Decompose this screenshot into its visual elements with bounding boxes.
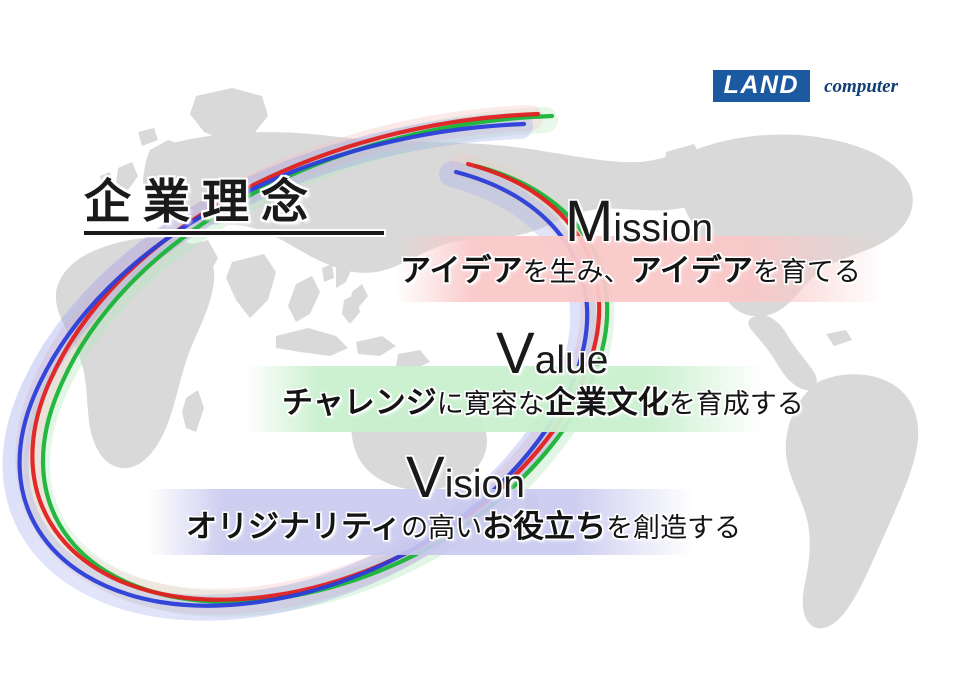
pillar-vision-rest: ision — [444, 463, 525, 506]
pillar-value-subline-part-3: 企業文化 — [544, 385, 669, 421]
pillar-value-cap: V — [496, 321, 535, 386]
band-value — [245, 366, 765, 432]
pillar-mission-subline-part-2: を生み、 — [522, 257, 631, 288]
logo-brand-text: LAND — [723, 71, 800, 99]
pillar-vision-subline-part-3: お役立ち — [482, 509, 607, 545]
page-title: 企業理念 — [84, 175, 384, 236]
page-title-underline — [84, 231, 384, 236]
page-title-text: 企業理念 — [84, 175, 320, 230]
pillar-value-subline-part-1: チャレンジ — [282, 385, 437, 421]
pillar-vision-cap: V — [406, 445, 445, 510]
pillar-vision-subline-part-1: オリジナリティ — [186, 509, 402, 545]
pillar-mission-cap: M — [565, 189, 614, 254]
pillar-mission: Mission アイデアを生み、アイデアを育てる — [400, 193, 861, 290]
pillar-value: Value チャレンジに寛容な企業文化を育成する — [282, 325, 804, 422]
logo-suffix-text: computer — [824, 75, 898, 97]
band-mission — [395, 236, 885, 302]
pillar-mission-subline-part-4: を育てる — [752, 257, 861, 288]
pillar-mission-subline-part-1: アイデア — [400, 253, 523, 289]
pillar-vision-subline-part-2: の高い — [401, 513, 483, 544]
band-vision — [148, 489, 693, 555]
pillar-value-subline-part-2: に寛容な — [436, 389, 545, 420]
pillar-value-headline: Value — [282, 325, 804, 383]
pillar-value-rest: alue — [534, 339, 609, 382]
logo-brand-box: LAND — [712, 70, 811, 102]
pillar-vision-headline: Vision — [186, 449, 741, 507]
pillar-vision-subline: オリジナリティの高いお役立ちを創造する — [186, 509, 741, 546]
pillar-mission-subline: アイデアを生み、アイデアを育てる — [400, 253, 861, 290]
pillar-value-subline-part-4: を育成する — [668, 389, 804, 420]
pillar-vision: Vision オリジナリティの高いお役立ちを創造する — [186, 449, 741, 546]
pillar-mission-headline: Mission — [400, 193, 861, 251]
pillar-value-subline: チャレンジに寛容な企業文化を育成する — [282, 385, 804, 422]
pillar-vision-subline-part-4: を創造する — [606, 513, 742, 544]
land-computer-logo: LAND computer — [712, 70, 898, 102]
pillar-mission-rest: ission — [613, 207, 714, 250]
pillar-mission-subline-part-3: アイデア — [630, 253, 753, 289]
